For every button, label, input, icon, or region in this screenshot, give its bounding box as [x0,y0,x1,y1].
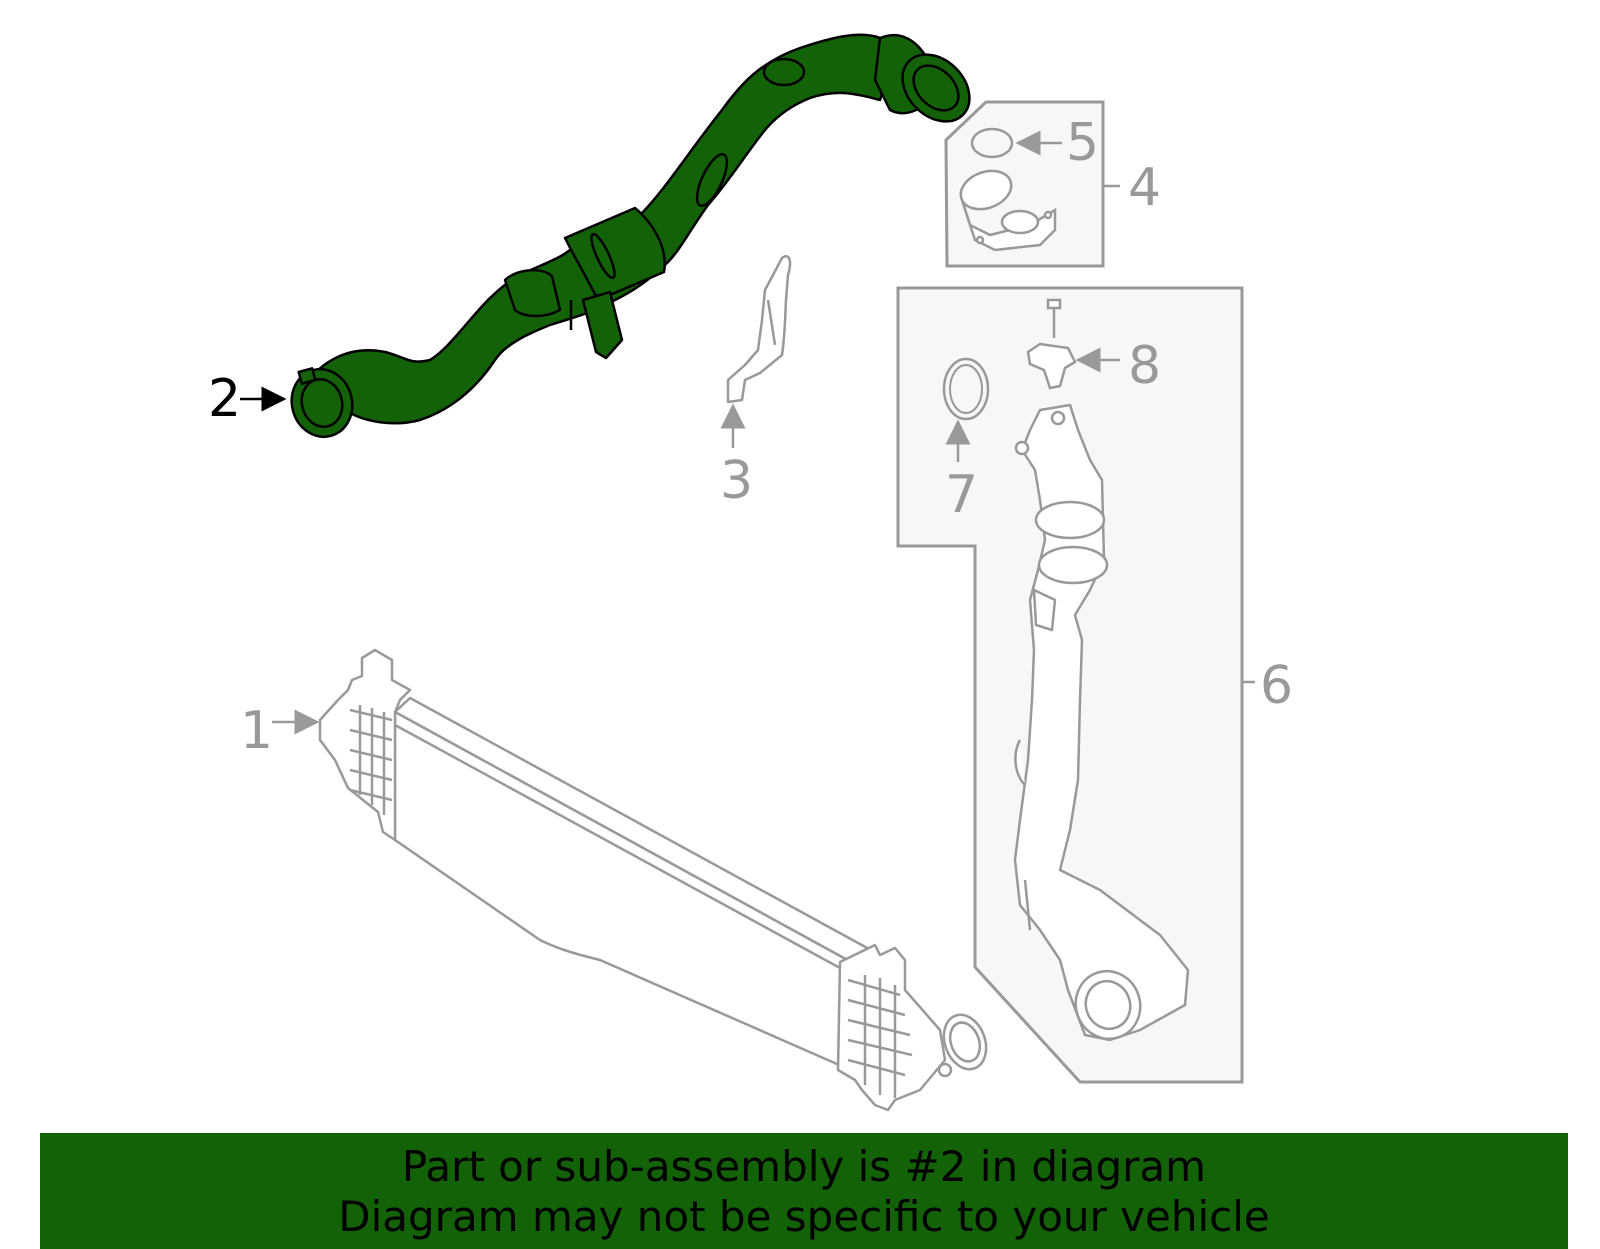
bracket-icon [726,255,792,404]
intercooler-icon [318,648,988,1112]
banner-line-2: Diagram may not be specific to your vehi… [338,1192,1270,1241]
intake-pipe-icon [1013,403,1190,1042]
charge-air-pipe-icon[interactable] [284,33,982,444]
callout-2[interactable]: 2 [208,369,287,429]
seal-ring-icon [942,357,990,421]
svg-text:1: 1 [240,701,273,761]
info-banner: Part or sub-assembly is #2 in diagram Di… [40,1133,1568,1249]
banner-line-1: Part or sub-assembly is #2 in diagram [401,1142,1207,1191]
callout-1[interactable]: 1 [240,701,320,761]
callout-6[interactable]: 6 [1242,656,1293,716]
kit-box-4 [944,100,1105,268]
svg-text:6: 6 [1260,656,1293,716]
callout-7[interactable]: 7 [945,419,978,525]
callout-5[interactable]: 5 [1015,113,1099,173]
callout-8[interactable]: 8 [1075,336,1161,396]
svg-text:5: 5 [1066,113,1099,173]
sensor-icon [1026,298,1077,390]
callout-4[interactable]: 4 [1103,158,1161,218]
svg-text:2: 2 [208,369,241,429]
svg-text:4: 4 [1128,158,1161,218]
svg-text:3: 3 [720,451,753,511]
callout-3[interactable]: 3 [720,403,753,511]
o-ring-icon [970,127,1014,159]
svg-text:7: 7 [945,465,978,525]
throttle-adapter-icon [959,169,1057,252]
kit-box-6 [896,286,1244,1084]
svg-text:8: 8 [1128,336,1161,396]
